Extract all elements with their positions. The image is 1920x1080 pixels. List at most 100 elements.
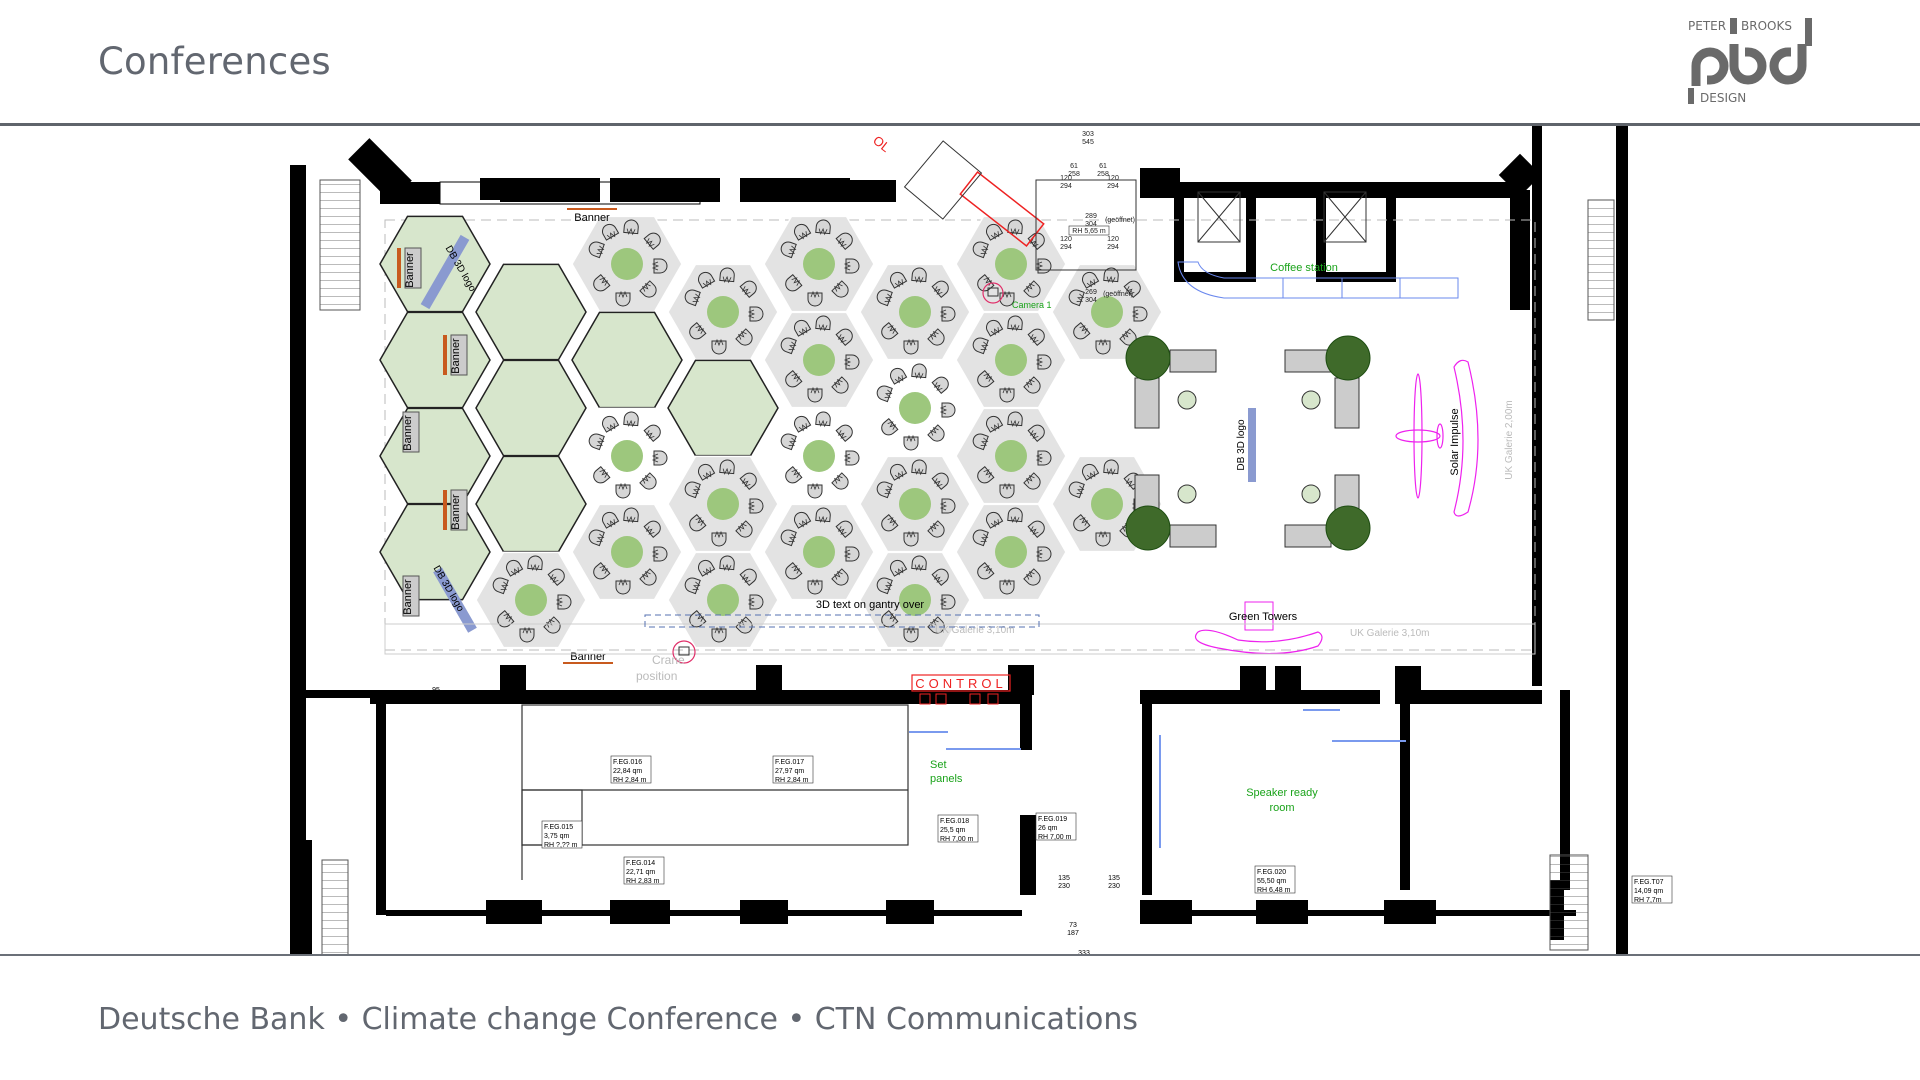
restrooms <box>521 704 909 880</box>
sofa <box>1134 377 1160 429</box>
dim-label: 545 <box>1082 139 1094 146</box>
coffee-station: Coffee station <box>1177 261 1459 299</box>
hexagon-zone <box>475 263 587 361</box>
company-logo: PETER BROOKS DESIGN <box>1688 18 1812 104</box>
hexagon-zone <box>379 311 491 409</box>
room-tag-line: F.EG.017 <box>775 759 804 766</box>
logo-text-brooks: BROOKS <box>1741 19 1792 33</box>
dim-label: 294 <box>1060 244 1072 251</box>
hexagon-zone <box>475 455 587 553</box>
dim-label: 135 <box>1108 875 1120 882</box>
sofa <box>1284 349 1332 373</box>
room-tag-line: RH 2,84 m <box>775 777 809 784</box>
dim-label: 120 <box>1060 236 1072 243</box>
crane-label: Crane <box>652 653 685 667</box>
uk-galerie-label: UK Galerie 3,10m <box>935 625 1014 636</box>
room-tag-line: F.EG.014 <box>626 860 655 867</box>
room-tag-line: RH 7,7m <box>1634 897 1662 904</box>
building-walls <box>290 126 1628 956</box>
sofa <box>1334 377 1360 429</box>
green-towers: Green Towers <box>1194 601 1323 655</box>
hexagon-zone <box>667 359 779 457</box>
dim-label: 230 <box>1058 883 1070 890</box>
room-tag-line: 27,97 qm <box>775 768 804 775</box>
coffee-station-label: Coffee station <box>1270 262 1338 274</box>
dim-label: 61 <box>1099 163 1107 170</box>
room-tag-line: F.EG.016 <box>613 759 642 766</box>
sofa <box>1169 349 1217 373</box>
dim-label: 187 <box>1067 930 1079 937</box>
set-panels <box>909 709 1406 848</box>
banner-label: Banner <box>404 252 416 288</box>
room-tag-line: 55,50 qm <box>1257 878 1286 885</box>
logo-text-peter: PETER <box>1688 19 1726 33</box>
dim-label: 303 <box>1082 131 1094 138</box>
logo-mark-pbd <box>1691 44 1807 86</box>
bottom-door-dims: 95 210 135 230 135 230 73 187 333 <box>430 687 1120 956</box>
event-area-boundary <box>384 219 1536 651</box>
uk-galerie-label: UK Galerie 3,10m <box>1350 628 1429 639</box>
side-table <box>1301 390 1321 410</box>
staircase <box>1549 854 1589 951</box>
room-tag-line: F.EG.020 <box>1257 869 1286 876</box>
control-label: CONTROL <box>915 676 1007 691</box>
dim-label: 294 <box>1107 183 1119 190</box>
elevators <box>903 140 1367 243</box>
camera-label: Camera 1 <box>1012 300 1052 310</box>
room-tag-line: RH 7,00 m <box>1038 834 1072 841</box>
room-tag-line: RH ?,?? m <box>544 842 578 849</box>
dim-label: (geöffnet) <box>1103 291 1133 298</box>
set-panels-label: panels <box>930 773 963 785</box>
dim-label: (geöffnet) <box>1105 217 1135 224</box>
planter-icon <box>1125 335 1171 381</box>
page-title: Conferences <box>98 40 331 83</box>
room-tag-line: 22,84 qm <box>613 768 642 775</box>
banner-label: Banner <box>574 212 610 224</box>
side-table <box>1177 484 1197 504</box>
planter-icon <box>1325 335 1371 381</box>
db-logo-label: DB 3D logo <box>1236 419 1247 471</box>
footer-divider <box>0 954 1920 956</box>
banner-label: Banner <box>402 579 414 615</box>
side-table <box>1177 390 1197 410</box>
room-height-label: RH 5,65 m <box>1072 228 1106 235</box>
dim-label: 120 <box>1107 236 1119 243</box>
control-label-top: OL <box>870 133 893 155</box>
sofa <box>1169 524 1217 548</box>
dim-label: 61 <box>1070 163 1078 170</box>
hexagon-zone <box>379 503 491 601</box>
room-tags: F.EG.016 22,84 qm RH 2,84 m F.EG.017 27,97 q… <box>541 755 1673 904</box>
dim-label: 230 <box>1108 883 1120 890</box>
footer-caption: Deutsche Bank • Climate change Conferenc… <box>98 1002 1139 1037</box>
dim-label: 73 <box>1069 922 1077 929</box>
hexagon-zone <box>475 359 587 457</box>
dim-label: 120 <box>1107 175 1119 182</box>
crane-position: Crane position <box>636 640 696 683</box>
room-tag-line: RH 2,83 m <box>626 878 660 885</box>
uk-galerie-strip <box>384 623 1536 655</box>
dim-label: 304 <box>1085 221 1097 228</box>
staircase <box>321 859 349 956</box>
uk-galerie-label: UK Galerie 2,00m <box>1504 400 1515 479</box>
side-table <box>1301 484 1321 504</box>
dim-label: 294 <box>1107 244 1119 251</box>
control-desk: CONTROL <box>911 674 1011 705</box>
dim-label: 294 <box>1060 183 1072 190</box>
dim-label: 289 <box>1085 213 1097 220</box>
dim-label: 333 <box>1078 950 1090 956</box>
speaker-room-label: Speaker ready <box>1246 787 1318 799</box>
room-tag-line: RH 7,00 m <box>940 836 974 843</box>
green-towers-label: Green Towers <box>1229 611 1298 623</box>
hexagon-zone <box>571 311 683 409</box>
planter-icon <box>1125 505 1171 551</box>
gantry <box>644 614 1040 628</box>
staircase <box>319 179 361 311</box>
banner-label: Banner <box>402 415 414 451</box>
dim-label: 120 <box>1060 175 1072 182</box>
